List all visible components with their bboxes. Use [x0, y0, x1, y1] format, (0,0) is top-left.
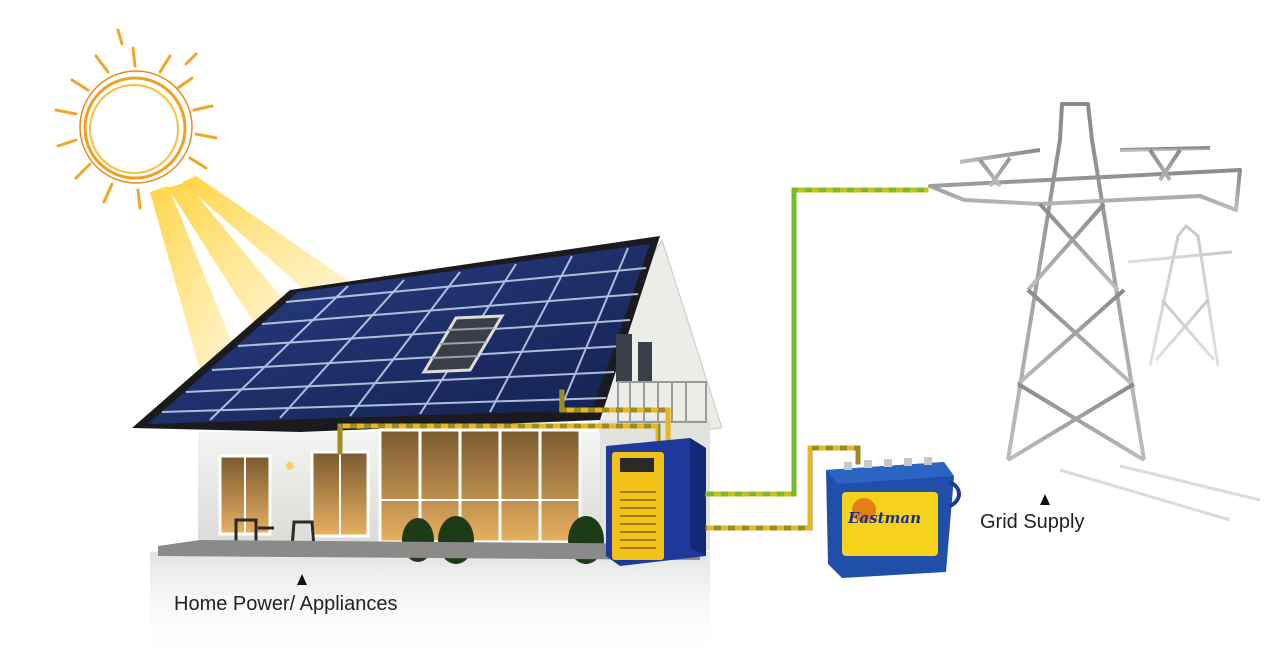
ground-reflection — [150, 552, 710, 662]
grid-supply-label: Grid Supply — [980, 511, 1085, 533]
dc-wiring — [337, 389, 671, 455]
sun-icon — [54, 28, 218, 210]
battery-brand-label: Eastman — [847, 509, 921, 527]
battery-wiring — [705, 445, 861, 531]
inverter-unit — [606, 438, 706, 566]
battery-icon: Eastman — [826, 457, 961, 578]
home-pointer-arrow-icon — [297, 574, 307, 585]
balcony — [617, 381, 707, 423]
grid-pointer-arrow-icon — [1040, 494, 1050, 505]
sun-beams — [150, 176, 350, 370]
grid-wiring — [705, 187, 929, 497]
solar-panel-array — [148, 244, 650, 424]
patio-furniture — [234, 518, 316, 549]
home-power-label: Home Power/ Appliances — [174, 593, 398, 615]
transmission-tower-icon — [928, 102, 1261, 522]
solar-panel-grid — [161, 247, 647, 421]
